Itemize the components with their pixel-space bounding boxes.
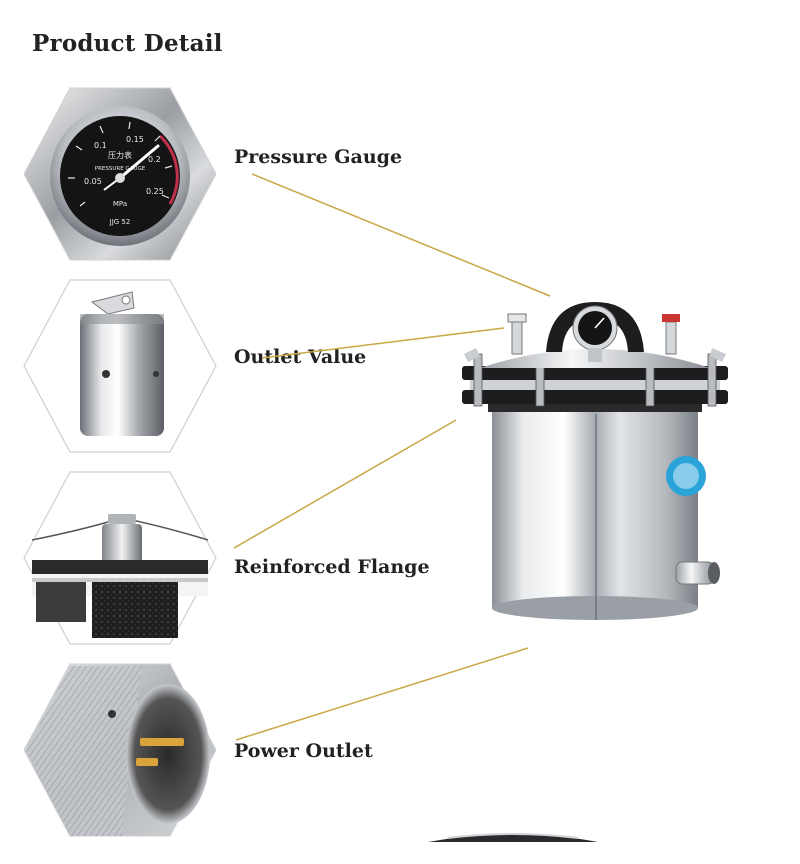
leader-line-power-outlet	[235, 647, 529, 741]
feature-label-pressure-gauge: Pressure Gauge	[234, 146, 403, 168]
autoclave-icon	[462, 302, 728, 620]
leader-line-pressure-gauge	[251, 173, 551, 297]
power-outlet-thumbnail	[22, 662, 218, 838]
leader-line-reinforced-flange	[233, 419, 457, 549]
pressure-gauge-icon: 0.05 0.1 0.15 0.2 0.25 压力表 PRESSURE GAUG…	[23, 87, 217, 261]
flange-icon	[23, 471, 217, 645]
feature-label-reinforced-flange: Reinforced Flange	[234, 556, 430, 578]
gauge-tick-label: 0.05	[84, 177, 102, 186]
gauge-standard: JJG 52	[109, 218, 131, 226]
gauge-tick-label: 0.1	[94, 141, 107, 150]
gauge-tick-label: 0.2	[148, 155, 161, 164]
gauge-subtitle: PRESSURE GAUGE	[95, 166, 146, 172]
gauge-tick-label: 0.15	[126, 135, 144, 144]
power-plug-icon	[23, 663, 217, 837]
pressure-gauge-thumbnail: 0.05 0.1 0.15 0.2 0.25 压力表 PRESSURE GAUG…	[22, 86, 218, 262]
flange-thumbnail	[22, 470, 218, 646]
gauge-center-text: 压力表	[108, 150, 132, 160]
bottom-partial-image	[428, 833, 598, 842]
page-title: Product Detail	[32, 30, 223, 57]
gauge-unit: MPa	[113, 200, 127, 208]
feature-label-power-outlet: Power Outlet	[234, 740, 373, 762]
gauge-tick-label: 0.25	[146, 187, 164, 196]
feature-label-outlet-valve: Outlet Value	[234, 346, 367, 368]
outlet-valve-thumbnail	[22, 278, 218, 454]
autoclave-image	[450, 290, 740, 630]
outlet-valve-icon	[23, 279, 217, 453]
